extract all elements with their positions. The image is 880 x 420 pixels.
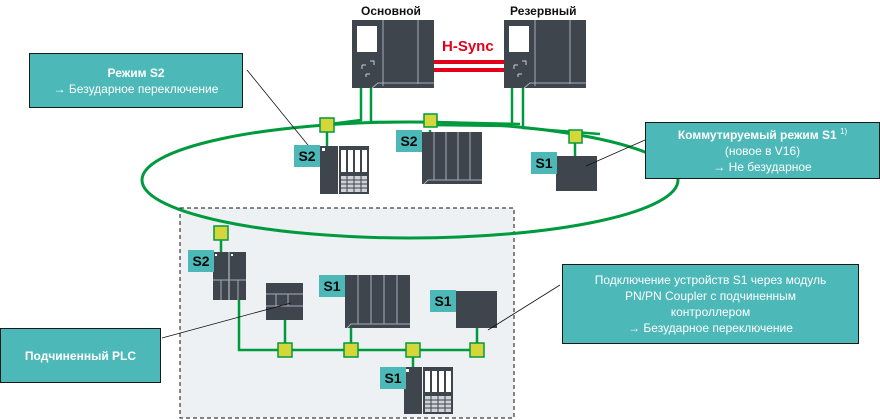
primary-cpu — [352, 20, 434, 89]
backup-cpu — [504, 20, 586, 89]
ring-device-s2-s7400 — [422, 130, 482, 185]
tag-ring-left: S2 — [294, 145, 320, 167]
footnote-marker: 1) — [840, 126, 848, 136]
subnet-nodes — [277, 342, 485, 358]
backup-cpu-label: Резервный — [510, 4, 577, 18]
hsync-label: H-Sync — [442, 38, 494, 55]
tag-sub-mid: S1 — [319, 275, 345, 297]
callout-subordinate-plc: Подчиненный PLC — [0, 328, 161, 383]
pointer-lines — [161, 69, 646, 339]
sub-device-s1-box — [456, 291, 497, 328]
callout-s2-title: Режим S2 — [107, 65, 165, 80]
sub-device-s1-et200 — [404, 367, 453, 414]
ring-device-s1-box — [556, 140, 597, 191]
ring-node — [213, 225, 229, 241]
sub-device-s1-rack — [345, 275, 410, 329]
callout-s1-line1: (новое в V16) — [724, 143, 801, 158]
callout-coupler-line2: PN/PN Coupler с подчиненным — [625, 289, 796, 303]
tag-ring-mid: S2 — [396, 130, 422, 152]
primary-cpu-label: Основной — [361, 4, 421, 18]
callout-coupler-line3: контроллером — [670, 305, 751, 319]
ring-node — [319, 117, 335, 133]
ring-node — [423, 113, 438, 128]
callout-s2-mode: Режим S2 → Безударное переключение — [29, 53, 243, 108]
tag-sub-left: S2 — [188, 250, 214, 272]
tag-sub-right: S1 — [430, 290, 456, 312]
callout-s1-switched: Коммутируемый режим S1 1) (новое в V16) … — [645, 122, 880, 179]
callout-s1-line2: → Не безударное — [713, 159, 812, 174]
callout-subplc-title: Подчиненный PLC — [24, 348, 137, 363]
ring-node — [568, 129, 583, 144]
callout-coupler-line1: Подключение устройств S1 через модуль — [594, 273, 827, 287]
sub-device-s2-cpu — [213, 252, 246, 300]
hsync-link — [432, 60, 508, 72]
callout-s1-title: Коммутируемый режим S1 — [677, 127, 837, 142]
sub-device-coupler — [266, 283, 303, 320]
ring-device-s2-et200 — [320, 130, 369, 194]
cpu-ring-links — [329, 88, 601, 136]
callout-coupler-line4: → Безударное переключение — [628, 321, 793, 335]
callout-coupler: Подключение устройств S1 через модуль PN… — [562, 264, 859, 344]
callout-s2-line1: → Безударное переключение — [53, 81, 219, 96]
tag-sub-bottom: S1 — [380, 367, 406, 389]
tag-ring-right: S1 — [531, 152, 557, 174]
